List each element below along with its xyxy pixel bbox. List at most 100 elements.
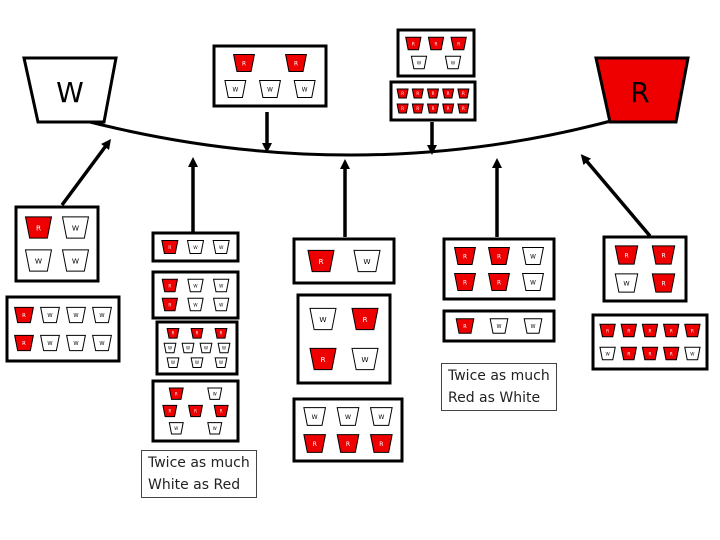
cup-letter: W — [319, 315, 326, 324]
cup-letter: R — [462, 91, 465, 96]
red-cup — [453, 272, 477, 292]
white-cup — [303, 407, 327, 426]
white-cup — [40, 306, 60, 324]
white-cup — [187, 278, 204, 293]
red-cup — [396, 88, 409, 99]
red-cup — [232, 53, 256, 73]
cup-letter: W — [193, 302, 198, 308]
cup-letter: R — [432, 91, 435, 96]
red-cup — [14, 306, 34, 324]
white-cup — [212, 278, 230, 293]
red-cup — [190, 328, 204, 339]
red-cup — [396, 103, 409, 114]
white-cup — [217, 342, 231, 354]
white-cup — [489, 318, 509, 334]
white-cup — [369, 407, 393, 426]
cup-letter: R — [670, 351, 673, 357]
cup-letter: R — [649, 328, 652, 334]
white-cup — [181, 342, 195, 354]
cup-letter: R — [172, 331, 175, 336]
cup-letter: W — [99, 341, 104, 347]
red-cup — [662, 346, 680, 361]
red-cup — [161, 239, 179, 255]
white-cup — [336, 407, 360, 426]
cup-letter: R — [606, 328, 609, 334]
cup-letter: W — [213, 426, 217, 431]
red-cup — [453, 246, 477, 266]
cup-letter: R — [168, 283, 171, 289]
arrow-left-up — [60, 138, 111, 207]
cup-letter: R — [497, 280, 501, 286]
white-cup — [166, 357, 180, 368]
cup-letter: R — [447, 91, 450, 96]
red-cup — [641, 323, 659, 338]
red-cup — [187, 404, 204, 418]
white-cup — [24, 249, 53, 272]
cup-letter: W — [605, 351, 610, 357]
caption-twice-white-line-1: Twice as much — [148, 455, 250, 471]
cup-letter: W — [174, 426, 178, 431]
cup-letter: W — [47, 341, 52, 347]
cup-letter: R — [379, 441, 384, 448]
red-cup — [427, 36, 445, 51]
cup-letter: R — [435, 41, 438, 47]
white-cup — [351, 347, 379, 371]
cup-letter: W — [623, 281, 629, 288]
white-cup — [258, 79, 282, 99]
cup-letter: R — [412, 41, 415, 47]
red-cup — [161, 297, 179, 312]
cup-letter: W — [451, 60, 456, 66]
cup-letter: W — [35, 257, 42, 266]
cup-letter: R — [432, 106, 435, 111]
red-cup — [651, 273, 676, 293]
red-cup — [14, 334, 34, 352]
cup-letter: R — [457, 41, 460, 47]
red-cup — [455, 318, 475, 334]
cup-letter: W — [219, 302, 224, 308]
cup-letter: R — [346, 441, 351, 448]
white-cup — [66, 334, 86, 352]
white-cup — [523, 318, 543, 334]
red-cup — [426, 88, 440, 99]
cup-letter: R — [401, 106, 404, 111]
red-cup — [166, 328, 180, 339]
white-cup — [207, 387, 223, 400]
white-cup — [186, 239, 205, 255]
cup-letter: W — [267, 87, 273, 93]
cup-letter: R — [36, 224, 41, 233]
red-cup — [662, 323, 680, 338]
cup-letter: R — [22, 313, 26, 319]
cup-letter: R — [22, 341, 26, 347]
cup-letter: W — [312, 414, 318, 421]
white-cup — [599, 346, 616, 361]
cup-letter: W — [219, 283, 224, 289]
spectrum-arc — [89, 116, 623, 157]
arrow-right-up — [580, 154, 652, 238]
cup-letter: R — [649, 351, 652, 357]
red-cup — [161, 278, 179, 293]
cup-letter: R — [168, 245, 171, 251]
white-cup — [521, 272, 545, 292]
cup-letter: W — [72, 257, 79, 266]
red-cup — [450, 36, 467, 51]
red-cup — [336, 434, 360, 453]
cup-letter: R — [175, 391, 178, 396]
cup-letter: R — [462, 106, 465, 111]
cup-letter: R — [194, 409, 197, 414]
red-cup — [457, 103, 470, 114]
white-cup — [521, 246, 545, 266]
caption-twice-red-line-1: Twice as much — [448, 368, 550, 384]
red-cup — [684, 323, 701, 338]
cup-letter: R — [497, 254, 501, 260]
